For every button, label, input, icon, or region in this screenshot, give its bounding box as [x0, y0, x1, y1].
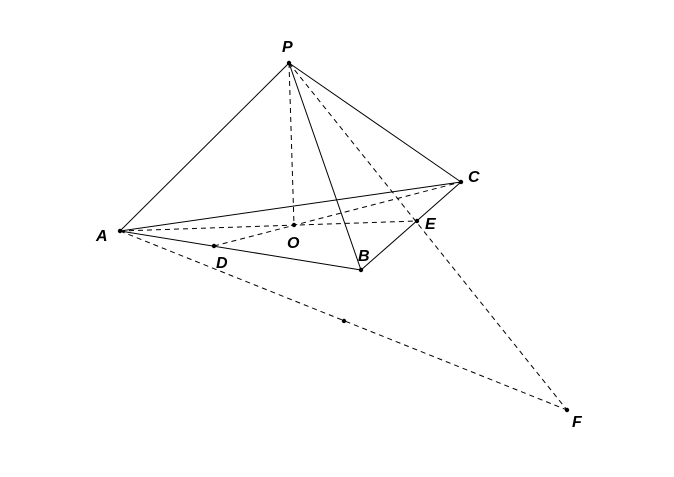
segment-DC	[213, 181, 462, 247]
label-C: C	[468, 169, 480, 186]
segment-PO	[288, 62, 295, 226]
label-D: D	[216, 255, 228, 272]
edge-AC	[119, 181, 462, 232]
label-A: A	[95, 228, 108, 245]
point-C	[458, 179, 464, 185]
point-B	[358, 267, 364, 273]
edge-PC	[288, 62, 462, 183]
point-D	[211, 243, 217, 249]
point-E	[414, 218, 420, 224]
segment-PF	[288, 62, 568, 411]
label-P: P	[282, 39, 293, 56]
point-A	[117, 228, 123, 234]
edge-AB	[119, 230, 362, 271]
edge-BC	[360, 181, 462, 271]
label-B: B	[358, 248, 370, 265]
point-F	[564, 407, 570, 413]
point-P	[286, 60, 292, 66]
label-F: F	[572, 414, 583, 431]
edge-PB	[288, 62, 362, 271]
label-E: E	[425, 216, 437, 233]
point-O	[291, 222, 297, 228]
point-midpoint-AF	[341, 318, 347, 324]
segment-AE	[119, 220, 418, 232]
label-O: O	[287, 235, 300, 252]
edge-PA	[119, 62, 290, 232]
